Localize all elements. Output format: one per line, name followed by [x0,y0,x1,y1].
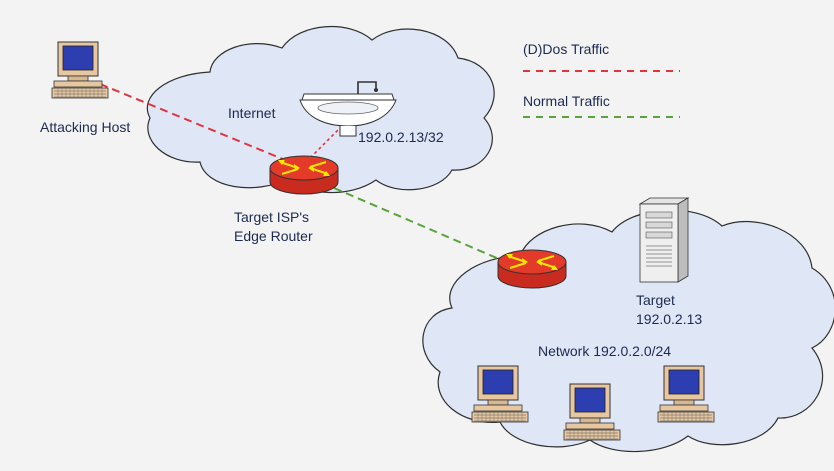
legend-label-ddos: (D)Dos Traffic [523,41,609,57]
isp-router-label-line2: Edge Router [234,228,313,244]
legend-label-normal: Normal Traffic [523,93,610,109]
sink-prefix-label: 192.0.2.13/32 [358,129,444,145]
ddos-traffic-line-attacker [99,83,291,163]
legend: (D)Dos Traffic Normal Traffic [523,41,680,118]
attacking-host-label: Attacking Host [40,119,130,135]
target-label-line1: Target [636,292,675,308]
target-router-icon [496,248,568,290]
isp-edge-router-icon [268,154,340,196]
attacking-host-computer-icon [51,41,109,99]
internet-label: Internet [228,105,276,121]
isp-router-label-line1: Target ISP's [234,209,309,225]
normal-traffic-line [333,187,507,263]
target-label-line2: 192.0.2.13 [636,311,702,327]
target-server-icon [638,197,690,283]
sink-icon [299,81,397,137]
network-label: Network 192.0.2.0/24 [538,343,671,359]
